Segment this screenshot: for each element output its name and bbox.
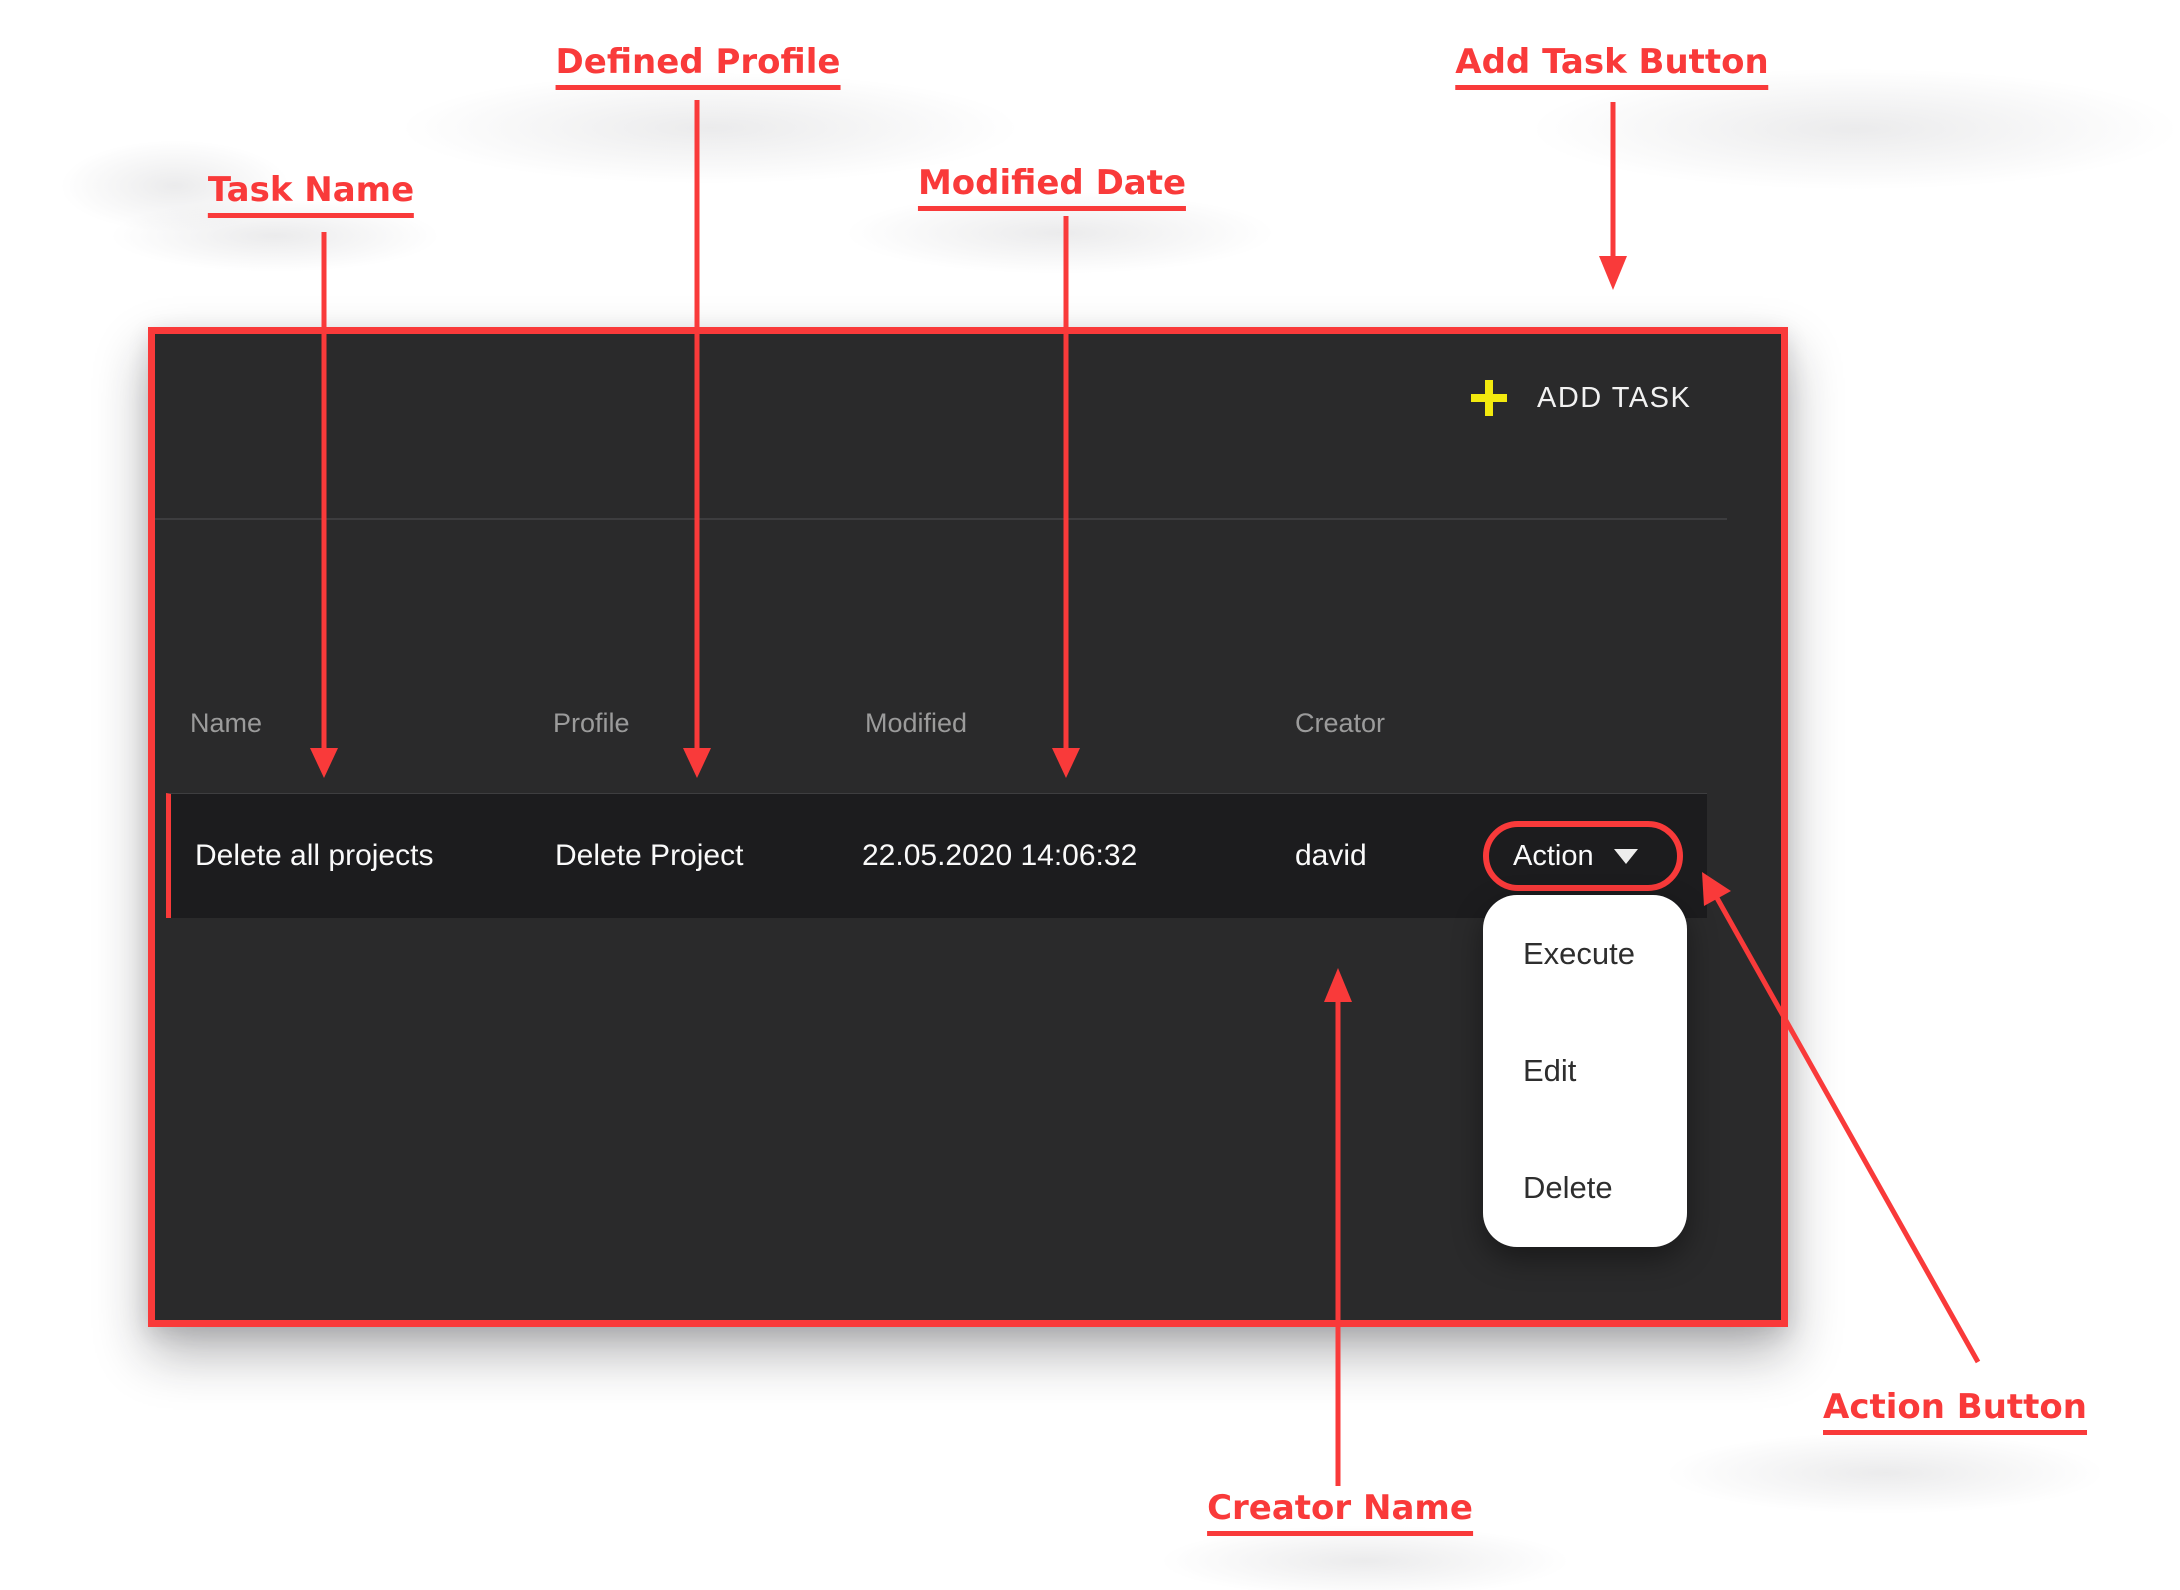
annotation-text: Modified Date xyxy=(917,163,1187,211)
shadow-blob xyxy=(110,200,440,272)
add-task-label: ADD TASK xyxy=(1537,381,1692,414)
column-header-profile: Profile xyxy=(553,708,630,738)
action-dropdown-button[interactable]: Action xyxy=(1489,840,1638,873)
annotation-text: Add Task Button xyxy=(1455,42,1769,90)
annotation-text: Creator Name xyxy=(1207,1488,1473,1536)
annotation-label-add-task-button: Add Task Button xyxy=(1455,42,1769,90)
annotation-label-modified-date: Modified Date xyxy=(917,163,1187,211)
tasks-panel: ADD TASK Name Profile Modified Creator D… xyxy=(148,327,1788,1327)
task-modified-cell: 22.05.2020 14:06:32 xyxy=(862,839,1138,872)
menu-item-edit[interactable]: Edit xyxy=(1483,1012,1687,1129)
annotation-text: Defined Profile xyxy=(555,42,841,90)
task-row[interactable]: Delete all projects Delete Project 22.05… xyxy=(166,793,1707,918)
action-menu: Execute Edit Delete xyxy=(1483,895,1687,1247)
column-header-name: Name xyxy=(190,708,263,738)
task-profile-cell: Delete Project xyxy=(555,839,744,872)
shadow-blob xyxy=(1665,1432,2105,1514)
task-name-cell: Delete all projects xyxy=(195,839,434,872)
annotation-label-action-button: Action Button xyxy=(1823,1387,2087,1435)
add-task-button[interactable]: ADD TASK xyxy=(1471,370,1691,426)
column-header-creator: Creator xyxy=(1295,708,1386,738)
shadow-blob xyxy=(845,192,1275,274)
plus-icon xyxy=(1471,380,1507,416)
task-creator-cell: david xyxy=(1295,839,1367,872)
annotation-label-defined-profile: Defined Profile xyxy=(555,42,841,90)
action-highlight-ring: Action xyxy=(1483,821,1683,891)
menu-item-execute[interactable]: Execute xyxy=(1483,895,1687,1012)
caret-down-icon xyxy=(1613,848,1638,864)
header-divider xyxy=(155,518,1727,520)
annotation-text: Task Name xyxy=(207,170,415,218)
annotation-label-task-name: Task Name xyxy=(207,170,415,218)
shadow-blob xyxy=(400,72,1020,184)
annotation-text: Action Button xyxy=(1823,1387,2087,1435)
menu-item-delete[interactable]: Delete xyxy=(1483,1130,1687,1247)
action-button-label: Action xyxy=(1513,839,1594,872)
annotation-label-creator-name: Creator Name xyxy=(1207,1488,1473,1536)
column-header-modified: Modified xyxy=(865,708,968,738)
